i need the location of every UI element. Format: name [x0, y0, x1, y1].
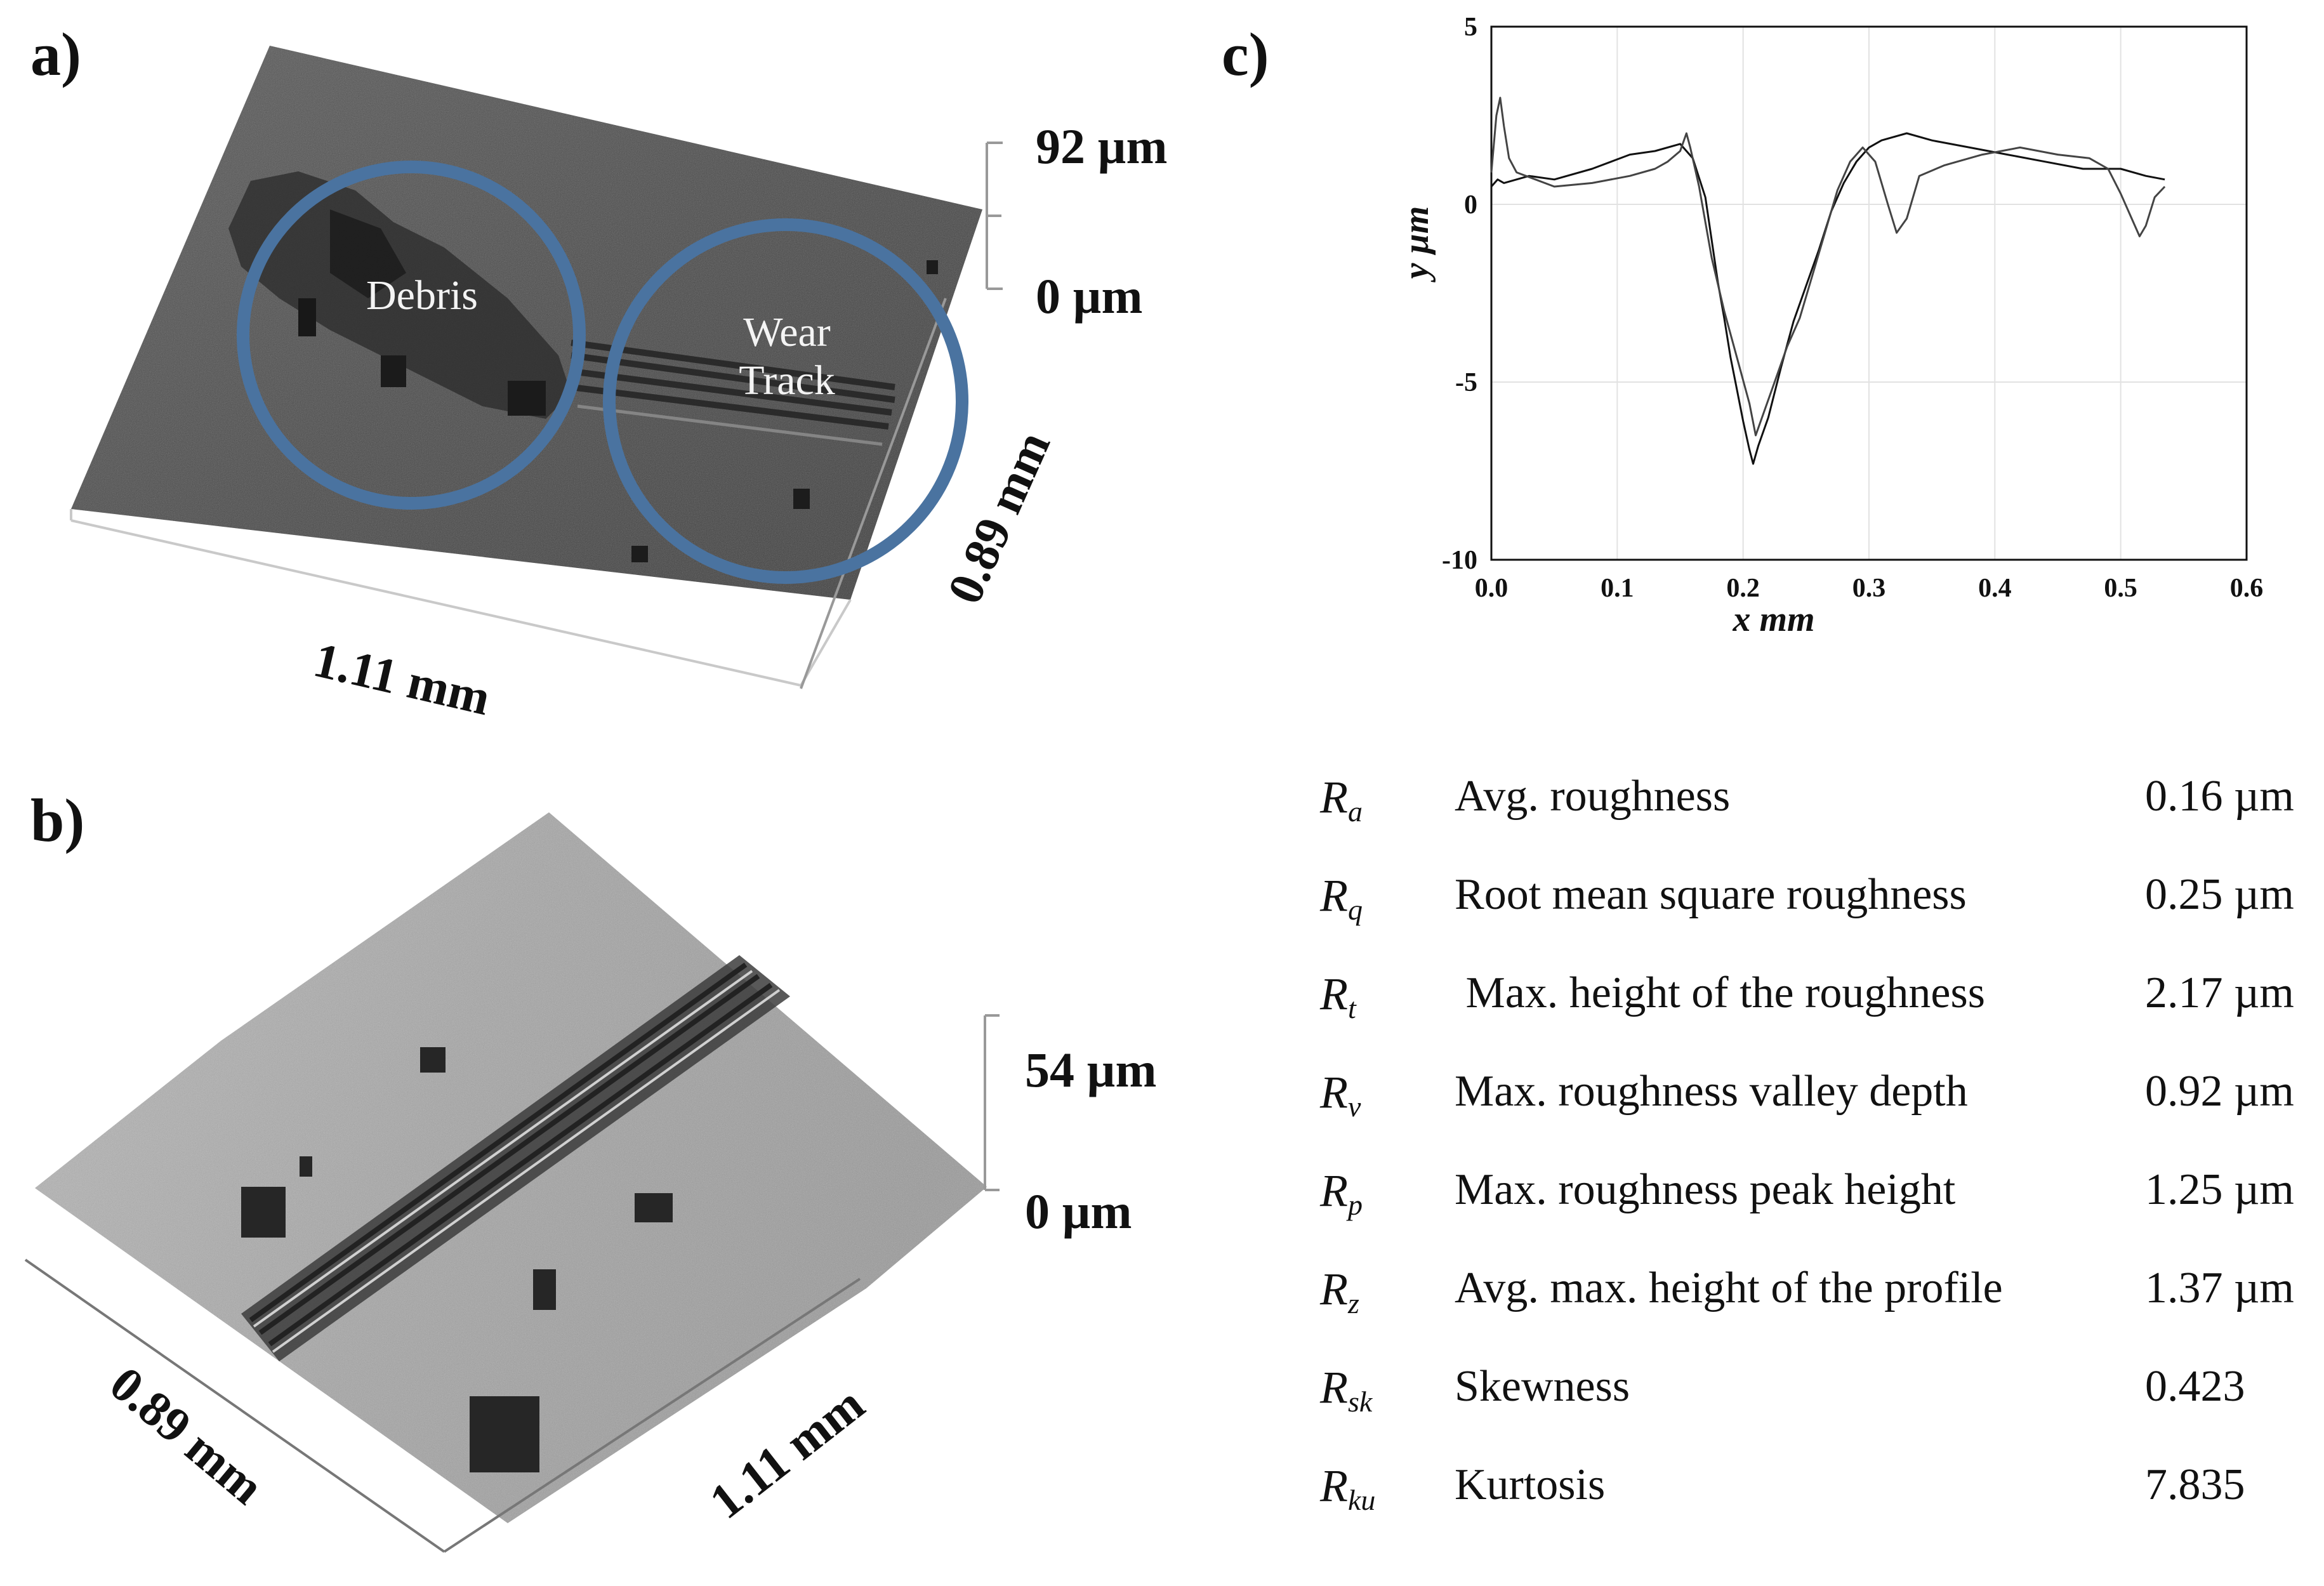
chart-y-tick-label: 5 [1464, 13, 1477, 42]
roughness-description: Kurtosis [1455, 1460, 1606, 1509]
panel-a-wear-track [571, 340, 895, 446]
roughness-description: Root mean square roughness [1455, 870, 1967, 919]
roughness-symbol-subscript: p [1347, 1189, 1363, 1221]
chart-series [1490, 96, 2166, 465]
roughness-row: Rq Root mean square roughness 0.25 µm [1320, 869, 2323, 952]
roughness-symbol: Rq [1320, 869, 1363, 927]
panel-a-surface-plot [70, 46, 1003, 689]
panel-a-z-top-label: 92 µm [1036, 119, 1168, 174]
panel-b-z-bottom-label: 0 µm [1025, 1184, 1132, 1239]
roughness-row: Rz Avg. max. height of the profile 1.37 µm [1320, 1263, 2323, 1345]
panel-b-base [24, 1259, 861, 1553]
roughness-row: Rsk Skewness 0.423 [1320, 1361, 2323, 1444]
chart-plot-frame [1490, 25, 2248, 561]
chart-y-axis-label: y µm [1397, 206, 1436, 283]
roughness-symbol: Ra [1320, 771, 1363, 828]
roughness-row: Rp Max. roughness peak height 1.25 µm [1320, 1165, 2323, 1247]
panel-b-pits [241, 1047, 673, 1472]
roughness-symbol-letter: R [1320, 772, 1348, 823]
roughness-symbol-letter: R [1320, 1067, 1348, 1118]
panel-a-y-axis [800, 298, 947, 689]
panel-a-label: a) [30, 20, 81, 88]
roughness-row: Ra Avg. roughness 0.16 µm [1320, 771, 2323, 854]
chart-x-tick-label: 0.6 [2230, 574, 2264, 603]
roughness-symbol-letter: R [1320, 1264, 1348, 1314]
roughness-symbol-subscript: ku [1347, 1484, 1376, 1516]
chart-y-tick-label: -5 [1455, 368, 1477, 397]
chart-x-ticks: 0.0 0.1 0.2 0.3 0.4 0.5 0.6 [1475, 574, 2264, 603]
roughness-description: Avg. max. height of the profile [1455, 1264, 2003, 1312]
wear-track-annotation: Wear Track [711, 308, 863, 405]
panel-b-label: b) [30, 786, 85, 854]
roughness-symbol: Rp [1320, 1165, 1363, 1222]
roughness-symbol: Rt [1320, 968, 1356, 1025]
wear-track-annotation-line1: Wear [743, 309, 831, 355]
roughness-description: Avg. roughness [1455, 772, 1731, 821]
roughness-value: 7.835 [2145, 1460, 2245, 1509]
chart-series-line-2 [1490, 96, 2166, 437]
panel-c-label: c) [1222, 20, 1269, 88]
roughness-symbol: Rsk [1320, 1361, 1372, 1418]
panel-b-wear-track [241, 955, 790, 1361]
roughness-symbol-letter: R [1320, 968, 1348, 1019]
chart-grid [1491, 26, 2247, 560]
panel-a-base [70, 509, 852, 687]
roughness-symbol-letter: R [1320, 1460, 1348, 1511]
roughness-symbol: Rz [1320, 1263, 1359, 1320]
roughness-description: Max. height of the roughness [1455, 968, 1985, 1017]
roughness-value: 0.16 µm [2145, 772, 2294, 821]
chart-x-tick-label: 0.5 [2104, 574, 2137, 603]
roughness-symbol-subscript: v [1347, 1090, 1361, 1123]
chart-series-line-1 [1490, 132, 2165, 465]
wear-track-circle [603, 218, 968, 584]
profile-chart: 0.0 0.1 0.2 0.3 0.4 0.5 0.6 5 0 -5 -10 x mm y µm [1397, 13, 2263, 639]
chart-x-tick-label: 0.4 [1978, 574, 2012, 603]
debris-circle [237, 161, 586, 510]
roughness-symbol: Rku [1320, 1460, 1375, 1517]
roughness-value: 0.423 [2145, 1362, 2245, 1411]
roughness-row: Rku Kurtosis 7.835 [1320, 1460, 2323, 1542]
roughness-symbol-letter: R [1320, 1165, 1348, 1216]
roughness-symbol-subscript: q [1347, 894, 1363, 926]
panel-a-z-bottom-label: 0 µm [1036, 268, 1143, 324]
panel-b-z-top-label: 54 µm [1025, 1042, 1157, 1097]
chart-x-tick-label: 0.0 [1475, 574, 1509, 603]
chart-x-tick-label: 0.1 [1601, 574, 1634, 603]
roughness-symbol-letter: R [1320, 870, 1348, 921]
roughness-value: 0.25 µm [2145, 870, 2294, 919]
panel-a-debris-texture [228, 171, 571, 419]
roughness-symbol-subscript: z [1347, 1287, 1359, 1319]
chart-y-ticks: 5 0 -5 -10 [1442, 13, 1477, 575]
chart-x-tick-label: 0.2 [1726, 574, 1760, 603]
panel-b-z-axis [984, 1014, 1000, 1191]
roughness-symbol-subscript: sk [1347, 1385, 1373, 1418]
roughness-value: 2.17 µm [2145, 968, 2294, 1017]
roughness-description: Max. roughness peak height [1455, 1165, 1956, 1214]
roughness-description: Max. roughness valley depth [1455, 1067, 1968, 1116]
debris-annotation: Debris [366, 272, 478, 319]
roughness-value: 1.37 µm [2145, 1264, 2294, 1312]
chart-x-tick-label: 0.3 [1852, 574, 1886, 603]
roughness-description: Skewness [1455, 1362, 1630, 1411]
panel-b-surface-plot [24, 812, 1000, 1553]
roughness-row: Rv Max. roughness valley depth 0.92 µm [1320, 1066, 2323, 1149]
roughness-symbol-letter: R [1320, 1362, 1348, 1413]
roughness-symbol-subscript: t [1347, 992, 1356, 1024]
wear-track-annotation-line2: Track [739, 357, 835, 404]
chart-y-tick-label: -10 [1442, 546, 1477, 575]
chart-x-axis-label: x mm [1732, 600, 1814, 639]
chart-y-tick-label: 0 [1464, 190, 1477, 220]
roughness-value: 0.92 µm [2145, 1067, 2294, 1116]
panel-a-pits [631, 260, 938, 562]
roughness-row: Rt Max. height of the roughness 2.17 µm [1320, 968, 2323, 1050]
roughness-value: 1.25 µm [2145, 1165, 2294, 1214]
roughness-symbol: Rv [1320, 1066, 1361, 1123]
roughness-symbol-subscript: a [1347, 795, 1363, 828]
panel-a-z-axis [986, 142, 1003, 290]
